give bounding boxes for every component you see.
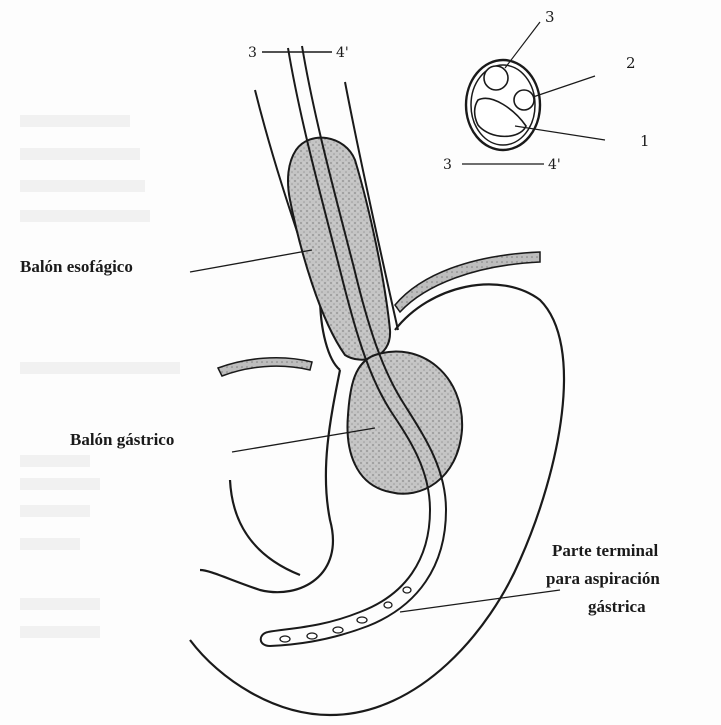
label-terminal-line-3: gástrica <box>588 597 646 616</box>
lumen-2 <box>514 90 534 110</box>
inset-number-3: 3 <box>545 8 555 26</box>
inset-number-2: 2 <box>626 54 636 72</box>
inset-marker-left: 3 <box>443 157 452 173</box>
section-line-top: 3 4' <box>248 45 349 61</box>
section-marker-top-right: 4' <box>336 45 349 61</box>
label-terminal-line-2: para aspiración <box>546 569 660 588</box>
inset-number-1: 1 <box>640 132 650 150</box>
gastric-balloon <box>347 352 462 494</box>
lumen-3 <box>484 66 508 90</box>
background-ghost-text <box>20 115 180 638</box>
esophageal-balloon <box>288 138 390 360</box>
section-marker-top-left: 3 <box>248 45 257 61</box>
cross-section-inset: 3 2 1 3 4' <box>443 8 650 173</box>
label-gastric-balloon: Balón gástrico <box>70 430 174 449</box>
label-esophageal-balloon: Balón esofágico <box>20 257 133 276</box>
label-terminal-line-1: Parte terminal <box>552 541 658 560</box>
inset-marker-right: 4' <box>548 157 561 173</box>
